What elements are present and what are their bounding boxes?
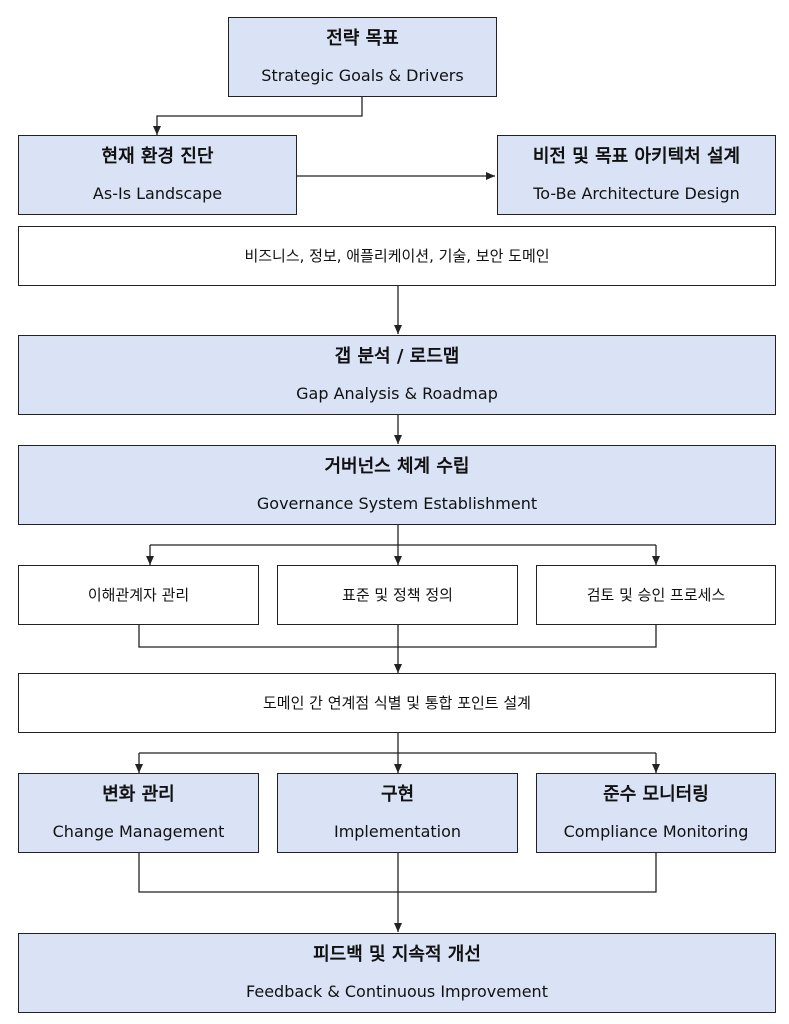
as-is-subtitle: As-Is Landscape [92,184,223,203]
gap-analysis-box: 갭 분석 / 로드맵 Gap Analysis & Roadmap [18,335,776,415]
stakeholder-box: 이해관계자 관리 [18,565,259,625]
compliance-box: 준수 모니터링 Compliance Monitoring [536,773,776,853]
as-is-box: 현재 환경 진단 As-Is Landscape [18,135,297,215]
arrow-strategy-to-asis [153,97,363,135]
governance-title: 거버넌스 체계 수립 [324,456,470,477]
domains-text: 비즈니스, 정보, 애플리케이션, 기술, 보안 도메인 [244,247,550,265]
compliance-title: 준수 모니터링 [603,784,709,805]
change-management-title: 변화 관리 [102,784,175,805]
implementation-title: 구현 [380,784,415,805]
strategic-goals-subtitle: Strategic Goals & Drivers [261,66,464,85]
arrow-items-merge [138,625,657,648]
integration-box: 도메인 간 연계점 식별 및 통합 포인트 설계 [18,673,776,733]
gap-analysis-subtitle: Gap Analysis & Roadmap [296,384,498,403]
strategic-goals-box: 전략 목표 Strategic Goals & Drivers [228,17,497,97]
domains-box: 비즈니스, 정보, 애플리케이션, 기술, 보안 도메인 [18,226,776,286]
change-management-subtitle: Change Management [52,822,225,841]
review-text: 검토 및 승인 프로세스 [586,586,726,604]
stakeholder-text: 이해관계자 관리 [87,586,190,604]
governance-subtitle: Governance System Establishment [256,494,538,513]
implementation-subtitle: Implementation [333,822,462,841]
implementation-box: 구현 Implementation [277,773,518,853]
arrow-integration-split [139,733,656,754]
governance-box: 거버넌스 체계 수립 Governance System Establishme… [18,445,776,525]
compliance-subtitle: Compliance Monitoring [563,822,749,841]
change-management-box: 변화 관리 Change Management [18,773,259,853]
to-be-subtitle: To-Be Architecture Design [533,184,740,203]
arrow-governance-split [150,525,656,546]
integration-text: 도메인 간 연계점 식별 및 통합 포인트 설계 [263,694,531,712]
arrow-execution-merge [138,853,657,893]
feedback-subtitle: Feedback & Continuous Improvement [246,982,548,1001]
as-is-title: 현재 환경 진단 [101,146,214,167]
feedback-box: 피드백 및 지속적 개선 Feedback & Continuous Impro… [18,933,776,1013]
standards-text: 표준 및 정책 정의 [342,586,453,604]
standards-box: 표준 및 정책 정의 [277,565,518,625]
strategic-goals-title: 전략 목표 [326,28,399,49]
to-be-box: 비전 및 목표 아키텍처 설계 To-Be Architecture Desig… [497,135,776,215]
review-box: 검토 및 승인 프로세스 [536,565,776,625]
feedback-title: 피드백 및 지속적 개선 [313,944,481,965]
gap-analysis-title: 갭 분석 / 로드맵 [334,346,460,367]
to-be-title: 비전 및 목표 아키텍처 설계 [532,146,741,167]
